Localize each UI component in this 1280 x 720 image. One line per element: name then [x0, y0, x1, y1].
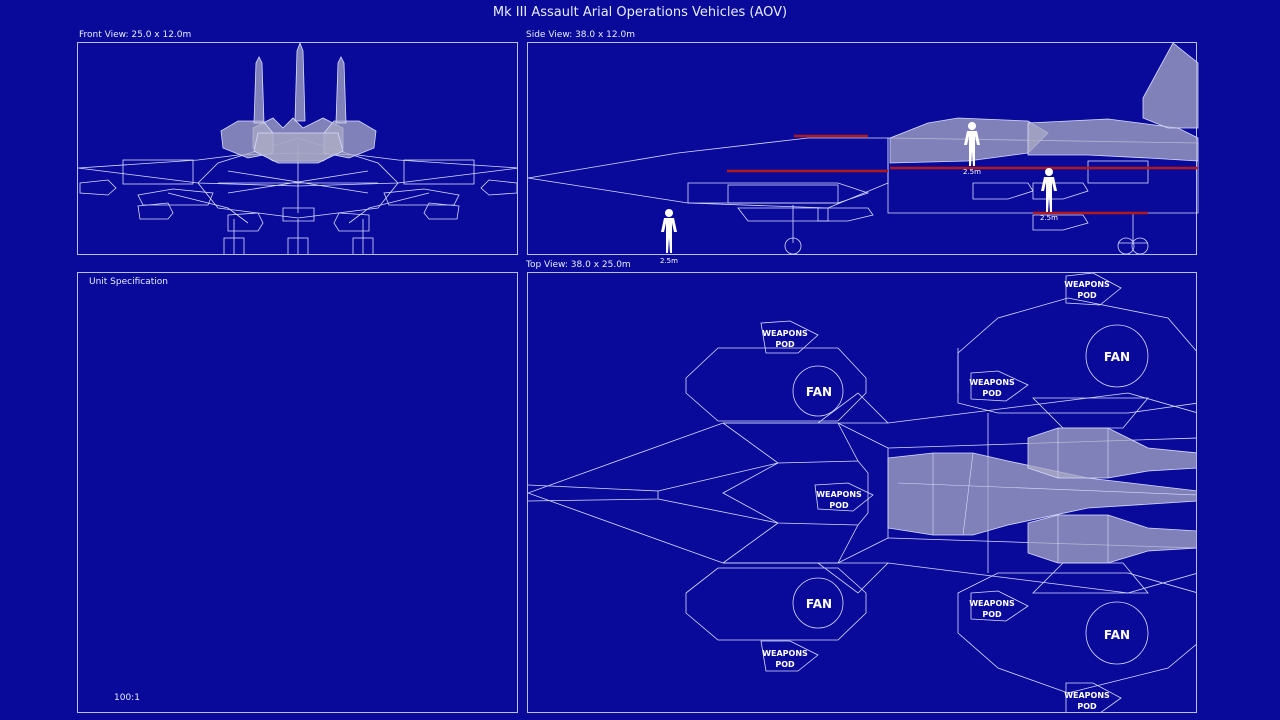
human-figure-icon [1041, 168, 1057, 212]
page-title: Mk III Assault Arial Operations Vehicles… [492, 5, 788, 20]
top-view-panel: WEAPONS POD WEAPONS POD WEAPONS POD WEAP… [527, 272, 1197, 713]
weapons-pod-label: POD [982, 610, 1002, 619]
weapons-pod-label: WEAPONS [1064, 691, 1110, 700]
human-figure-icon [964, 122, 980, 166]
front-view-panel [77, 42, 518, 255]
fan-label: FAN [1104, 350, 1130, 364]
scale-ratio: 100:1 [114, 693, 140, 703]
weapons-pod-label: WEAPONS [816, 490, 862, 499]
weapons-pod-label: WEAPONS [762, 329, 808, 338]
weapons-pod-label: WEAPONS [969, 599, 1015, 608]
weapons-pod-label: POD [775, 340, 795, 349]
weapons-pod-label: POD [1077, 291, 1097, 300]
fan-label: FAN [806, 385, 832, 399]
weapons-pod-label: POD [1077, 702, 1097, 711]
weapons-pod-label: WEAPONS [1064, 280, 1110, 289]
weapons-pod-label: POD [829, 501, 849, 510]
unit-spec-panel: Unit Specification 100:1 [77, 272, 518, 713]
figure-height-label: 2.5m [963, 168, 981, 176]
side-view-panel: 2.5m 2.5m 2.5m [527, 42, 1199, 265]
front-view-drawing [78, 43, 517, 254]
fan-label: FAN [1104, 628, 1130, 642]
top-view-label: Top View: 38.0 x 25.0m [526, 260, 631, 270]
figure-height-label: 2.5m [1040, 214, 1058, 222]
weapons-pod-label: POD [775, 660, 795, 669]
weapons-pod-label: WEAPONS [762, 649, 808, 658]
unit-spec-label: Unit Specification [89, 277, 168, 287]
fan-label: FAN [806, 597, 832, 611]
weapons-pod-label: WEAPONS [969, 378, 1015, 387]
weapons-pod-label: POD [982, 389, 1002, 398]
side-view-label: Side View: 38.0 x 12.0m [526, 30, 635, 40]
figure-height-label: 2.5m [660, 257, 678, 265]
human-figure-icon [661, 209, 677, 253]
front-view-label: Front View: 25.0 x 12.0m [79, 30, 192, 40]
top-view-drawing: WEAPONS POD WEAPONS POD WEAPONS POD WEAP… [528, 273, 1196, 712]
side-view-drawing: 2.5m 2.5m 2.5m [527, 42, 1199, 265]
